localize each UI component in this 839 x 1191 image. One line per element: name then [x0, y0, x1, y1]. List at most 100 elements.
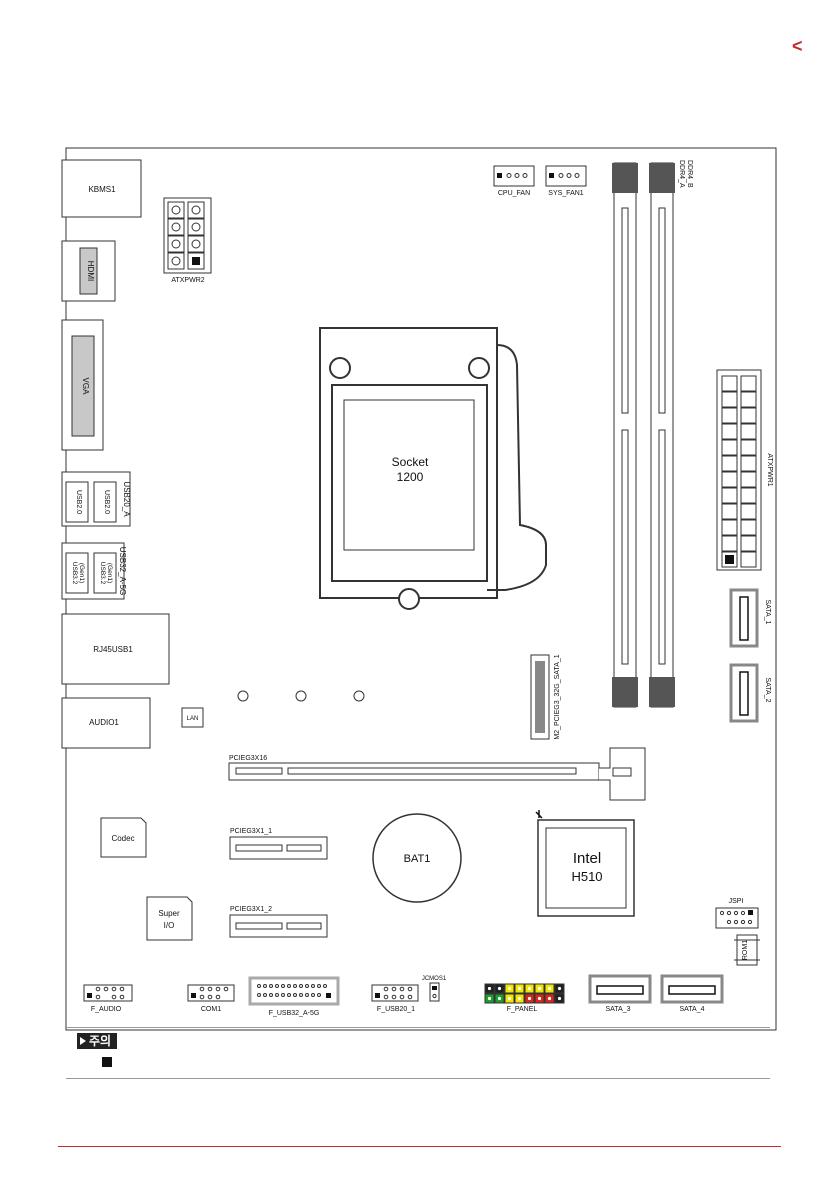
- f-usb32-pin: [317, 993, 321, 997]
- f-usb20-pin: [399, 994, 405, 1000]
- atxpwr1-label: ATXPWR1: [766, 453, 773, 486]
- f-usb32-header: [248, 976, 340, 1006]
- jcmos-pin: [432, 993, 437, 999]
- note-divider-top: [66, 1027, 770, 1028]
- atxpwr1-pin: [721, 439, 738, 456]
- usb20-slot-2: [93, 481, 117, 523]
- f-panel-pin-hole: [487, 996, 492, 1001]
- atxpwr1-pin: [740, 535, 757, 552]
- f-usb20-pin: [383, 994, 389, 1000]
- pin1-legend-square: [102, 1057, 112, 1067]
- sys-fan-pin: [566, 173, 572, 178]
- atxpwr1-pin: [740, 455, 757, 472]
- atxpwr1-pin: [740, 471, 757, 488]
- atxpwr1-pin: [721, 535, 738, 552]
- atxpwr1-pin1-marker: [725, 555, 734, 564]
- f-panel-pin-hole: [487, 986, 492, 991]
- back-arrow-icon[interactable]: <: [792, 36, 803, 56]
- f-audio-label: F_AUDIO: [91, 1006, 122, 1013]
- sys-fan-pin1: [549, 173, 554, 178]
- jcmos-label: JCMOS1: [422, 976, 447, 982]
- jspi-pin: [726, 919, 732, 925]
- atxpwr1-pin: [721, 471, 738, 488]
- ddr4-b-latch-top: [649, 163, 675, 193]
- jspi-pin: [733, 919, 739, 925]
- sata1-label: SATA_1: [764, 599, 771, 624]
- f-usb32-pin: [281, 993, 285, 997]
- super-io-label-line1: Super: [158, 909, 180, 918]
- atxpwr2-label: ATXPWR2: [171, 277, 204, 284]
- cpu-fan-header: [493, 165, 535, 187]
- f-usb32-pin: [311, 984, 315, 988]
- f-audio-pin: [111, 994, 117, 1000]
- f-panel-pin-hole: [497, 996, 502, 1001]
- pcie1-1-label: PCIEG3X1_1: [230, 828, 272, 835]
- atxpwr2-pin-hole: [171, 239, 181, 249]
- atxpwr1-pin: [740, 519, 757, 536]
- jspi-pin: [719, 910, 725, 916]
- jspi-header: [715, 907, 759, 929]
- f-usb32-pin: [269, 993, 273, 997]
- codec-label: Codec: [111, 834, 134, 843]
- f-panel-pin-hole: [517, 996, 522, 1001]
- sys-fan-header: [545, 165, 587, 187]
- sata2-connector: [729, 663, 759, 723]
- atxpwr2-pin: [187, 218, 205, 236]
- f-usb20-pin: [391, 994, 397, 1000]
- f-usb32-label: F_USB32_A-5G: [269, 1010, 320, 1017]
- f-usb32-pin: [275, 993, 279, 997]
- f-panel-pin-hole: [537, 996, 542, 1001]
- f-panel-pin-hole: [547, 996, 552, 1001]
- f-audio-pin: [95, 986, 101, 992]
- caution-tag: 주의: [77, 1033, 118, 1049]
- sys-fan-pin: [558, 173, 564, 178]
- hdmi-label: HDMI: [86, 261, 95, 281]
- pcie1-1-short-pins: [235, 844, 283, 852]
- usb32-slot-2-line2: (Gen1): [106, 563, 113, 583]
- usb32-slot-1: [65, 552, 89, 594]
- f-usb20-pin: [399, 986, 405, 992]
- cpu-fan-pin: [506, 173, 512, 178]
- atxpwr1-pin: [721, 391, 738, 408]
- ddr4-b-key-lower: [658, 429, 666, 665]
- f-usb32-pin: [293, 993, 297, 997]
- f-panel-pin-hole: [527, 996, 532, 1001]
- atxpwr2-pin-hole: [171, 222, 181, 232]
- sata1-key: [739, 596, 749, 641]
- f-usb20-pin1: [375, 993, 380, 998]
- f-usb32-pin: [299, 984, 303, 988]
- atxpwr2-pin: [187, 235, 205, 253]
- atxpwr2-pin-hole: [171, 256, 181, 266]
- socket-screw-top-right: [468, 357, 490, 379]
- atxpwr2-pin: [167, 218, 185, 236]
- sata1-connector: [729, 588, 759, 648]
- f-audio-pin1: [87, 993, 92, 998]
- ddr4-a-key-upper: [621, 207, 629, 414]
- chipset-label-line2: H510: [571, 869, 602, 884]
- jcmos-pin1: [432, 986, 437, 990]
- atxpwr1-pin: [740, 551, 757, 568]
- chipset-die: [545, 827, 627, 909]
- usb32-slot-2: [93, 552, 117, 594]
- footer-rule: [58, 1146, 781, 1147]
- chipset-pin1-marker: [535, 810, 543, 819]
- sys-fan-label: SYS_FAN1: [548, 190, 584, 197]
- pcie16-label: PCIEG3X16: [229, 755, 267, 762]
- rj45-label: RJ45USB1: [93, 645, 133, 654]
- jspi-pin1-marker: [748, 910, 753, 915]
- jspi-pin: [726, 910, 732, 916]
- audio-label: AUDIO1: [89, 718, 119, 727]
- ddr4-a-latch-top: [612, 163, 638, 193]
- pcie16-clip-notch: [612, 767, 632, 777]
- com1-header: [187, 984, 235, 1002]
- com1-pin: [223, 986, 229, 992]
- f-usb32-pin: [311, 993, 315, 997]
- atxpwr2-pin: [167, 235, 185, 253]
- super-io-label-line2: I/O: [164, 921, 175, 930]
- f-usb20-pin: [391, 986, 397, 992]
- com1-pin: [199, 986, 205, 992]
- f-usb32-pin: [281, 984, 285, 988]
- pcie1-2-long-pins: [286, 922, 322, 930]
- kbms-port: [61, 159, 142, 218]
- sata4-key: [668, 985, 716, 995]
